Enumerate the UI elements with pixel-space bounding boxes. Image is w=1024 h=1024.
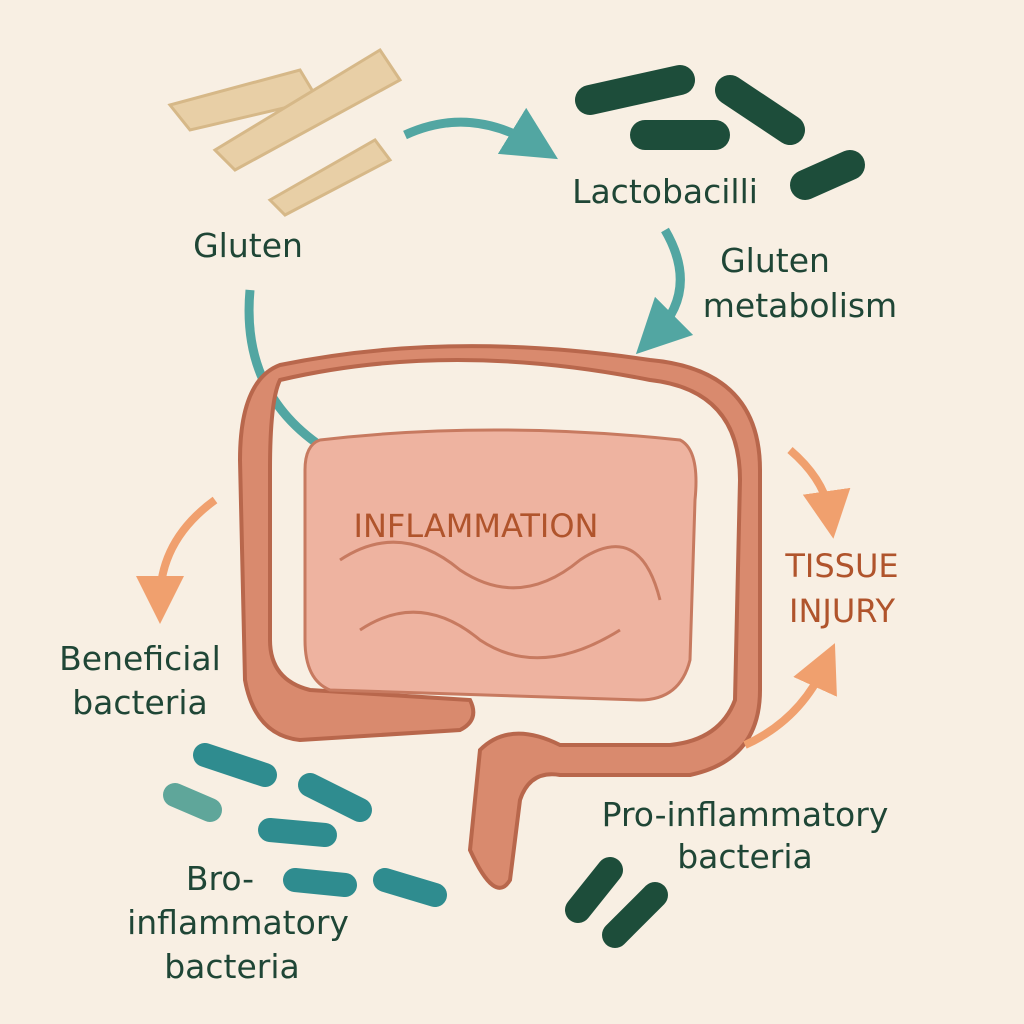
bro-inflammatory-label-3: bacteria xyxy=(164,947,300,986)
tissue-injury-label-2: INJURY xyxy=(789,592,895,630)
tissue-injury-label-1: TISSUE xyxy=(784,547,898,585)
inflammation-label: INFLAMMATION xyxy=(354,507,599,545)
pro-inflammatory-bacteria-icon xyxy=(565,857,668,948)
beneficial-bacteria-label-2: bacteria xyxy=(72,683,208,722)
pro-inflammatory-label-2: bacteria xyxy=(677,837,813,876)
pro-inflammatory-label-1: Pro-inflammatory xyxy=(602,795,889,834)
gluten-to-lactobacilli-arrow xyxy=(403,107,559,160)
lactobacilli-label: Lactobacilli xyxy=(572,172,758,211)
gluten-icon xyxy=(167,47,403,217)
gluten-label: Gluten xyxy=(193,226,303,265)
tissue-injury-arrow-bottom xyxy=(743,643,837,749)
lactobacilli-icon xyxy=(575,65,865,200)
teal-bacteria-icon xyxy=(163,743,447,907)
gluten-metabolism-label-2: metabolism xyxy=(703,286,897,325)
metabolism-arrow xyxy=(635,227,694,355)
tissue-injury-arrow-top xyxy=(787,446,851,539)
bro-inflammatory-label-1: Bro- xyxy=(186,859,254,898)
bro-inflammatory-label-2: inflammatory xyxy=(127,903,349,942)
beneficial-bacteria-label-1: Beneficial xyxy=(59,639,221,678)
beneficial-arrow xyxy=(136,496,218,624)
gluten-metabolism-label-1: Gluten xyxy=(720,241,830,280)
intestine-illustration xyxy=(237,344,762,890)
